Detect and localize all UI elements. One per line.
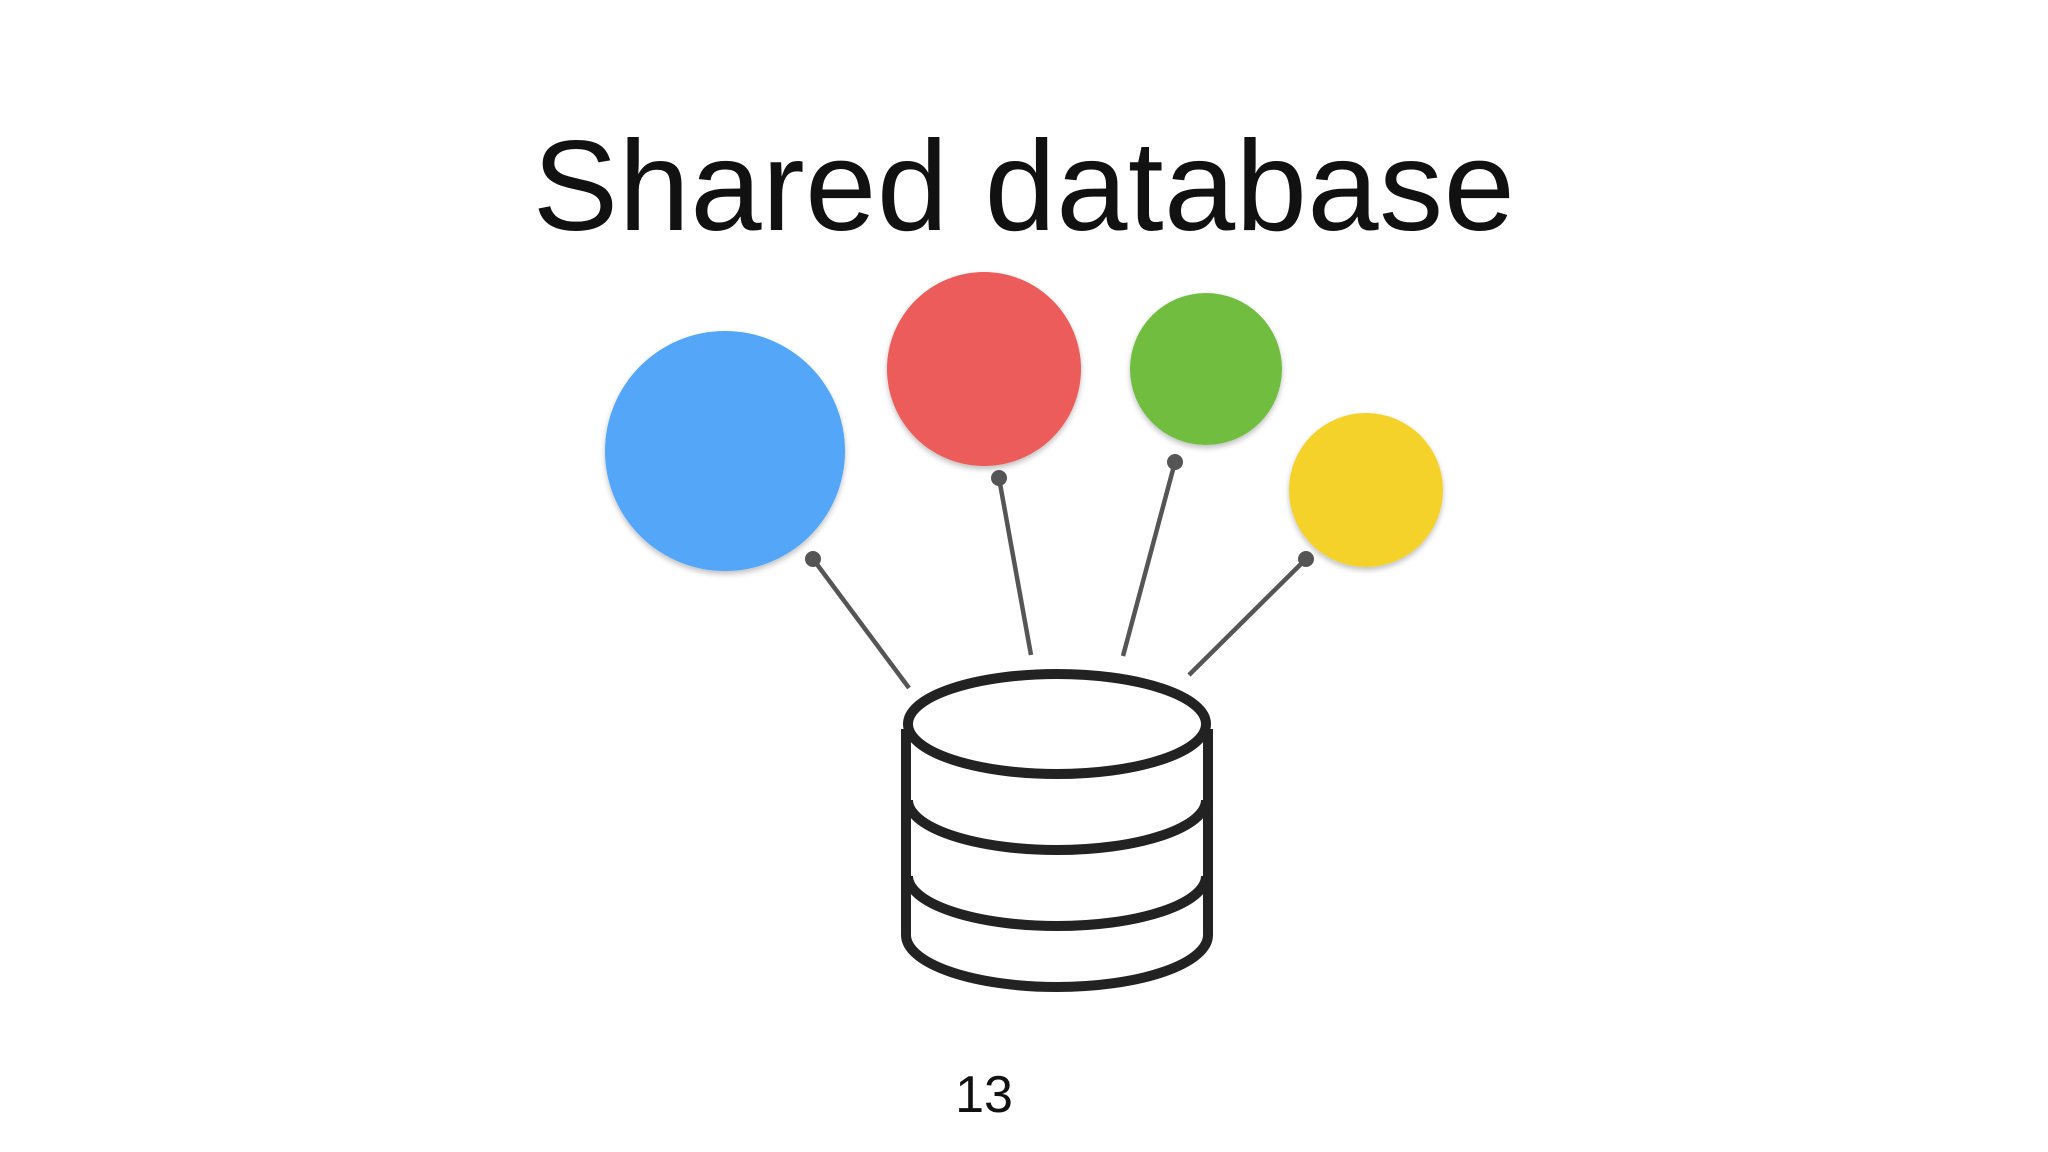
yellow-service-circle — [1289, 413, 1443, 567]
connector-red — [991, 470, 1034, 656]
connector-blue — [805, 551, 911, 690]
database-icon — [901, 669, 1213, 992]
connector-yellow — [1187, 551, 1314, 677]
page-number: 13 — [955, 1066, 1013, 1124]
connector-green — [1120, 454, 1183, 657]
slide-title: Shared database — [532, 115, 1516, 258]
green-service-circle — [1130, 293, 1282, 445]
red-service-circle — [887, 272, 1081, 466]
blue-service-circle — [605, 331, 845, 571]
